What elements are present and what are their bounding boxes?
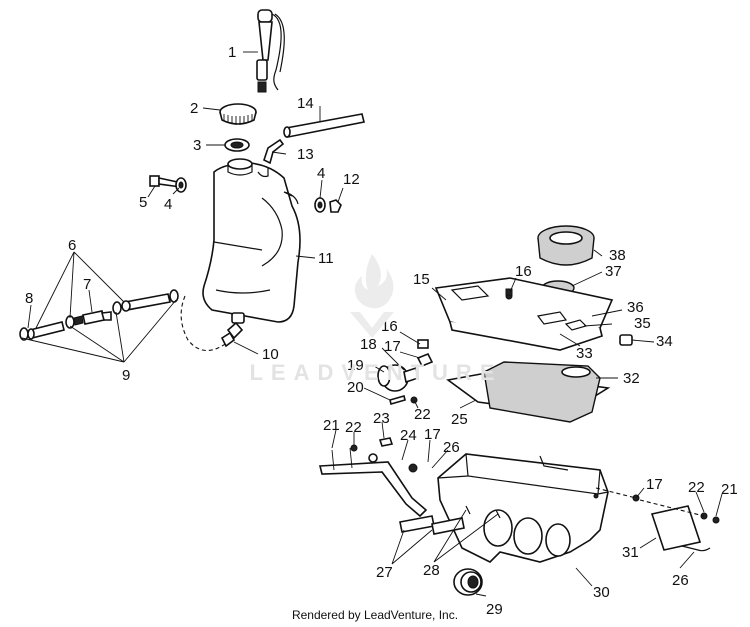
callout-25: 25 xyxy=(451,411,468,428)
callout-9: 9 xyxy=(122,367,130,384)
hose-pump-line xyxy=(121,293,171,312)
fuel-filter xyxy=(82,310,112,325)
fuel-tank xyxy=(202,158,301,323)
grommet-29 xyxy=(453,568,483,596)
callout-8: 8 xyxy=(25,290,33,307)
air-box-lid xyxy=(434,277,614,351)
callout-20: 20 xyxy=(347,379,364,396)
callout-1: 1 xyxy=(228,44,236,61)
callout-36: 36 xyxy=(627,299,644,316)
callout-12: 12 xyxy=(343,171,360,188)
callout-4b: 4 xyxy=(164,196,172,213)
callout-4a: 4 xyxy=(317,165,325,182)
cap-gasket xyxy=(224,138,250,152)
callout-15: 15 xyxy=(413,271,430,288)
callout-17b: 17 xyxy=(424,426,441,443)
drain-fitting xyxy=(180,295,245,352)
callout-19: 19 xyxy=(347,357,364,374)
callout-28: 28 xyxy=(423,562,440,579)
callout-24: 24 xyxy=(400,427,417,444)
callout-22b: 22 xyxy=(345,419,362,436)
callout-11: 11 xyxy=(318,250,334,267)
callout-13: 13 xyxy=(297,146,314,163)
callout-5: 5 xyxy=(139,194,147,211)
callout-22c: 22 xyxy=(688,479,705,496)
inline-fitting xyxy=(27,315,84,340)
callout-30: 30 xyxy=(593,584,610,601)
callout-16a: 16 xyxy=(515,263,532,280)
callout-31: 31 xyxy=(622,544,639,561)
callout-3: 3 xyxy=(193,137,201,154)
callout-32: 32 xyxy=(623,370,640,387)
spacer-tubes xyxy=(399,515,465,535)
callout-2: 2 xyxy=(190,100,198,117)
callout-23: 23 xyxy=(373,410,390,427)
callout-10: 10 xyxy=(262,346,279,363)
callout-35: 35 xyxy=(634,315,651,332)
plug xyxy=(619,334,633,346)
end-plate xyxy=(595,487,720,552)
callout-29: 29 xyxy=(486,601,503,618)
leadventure-logo-watermark xyxy=(350,254,394,338)
dipstick xyxy=(256,9,285,93)
silencer-ring xyxy=(537,225,595,266)
callout-38: 38 xyxy=(609,247,626,264)
callout-labels: 1 2 3 4 5 4 6 7 8 9 10 11 12 13 14 15 16… xyxy=(25,44,738,618)
watermark-text: LEADVENTURE xyxy=(249,360,503,385)
washer-right xyxy=(314,197,326,213)
nut-right xyxy=(329,199,342,213)
air-box xyxy=(437,453,609,563)
bracket xyxy=(318,437,428,518)
callout-18: 18 xyxy=(360,336,377,353)
callout-21b: 21 xyxy=(721,481,738,498)
callout-21a: 21 xyxy=(323,417,340,434)
vent-elbow xyxy=(263,138,285,165)
vent-hose xyxy=(283,113,365,138)
footer-credit: Rendered by LeadVenture, Inc. xyxy=(291,608,459,622)
callout-37: 37 xyxy=(605,263,622,280)
callout-34: 34 xyxy=(656,333,673,350)
callout-7: 7 xyxy=(83,276,91,293)
leader-lines xyxy=(21,51,723,597)
callout-26b: 26 xyxy=(672,572,689,589)
callout-6: 6 xyxy=(68,237,76,254)
callout-17a: 17 xyxy=(384,338,401,355)
callout-14: 14 xyxy=(297,95,314,112)
callout-26a: 26 xyxy=(443,439,460,456)
foam-element xyxy=(483,361,601,423)
callout-27: 27 xyxy=(376,564,393,581)
callout-17c: 17 xyxy=(646,476,663,493)
callout-22a: 22 xyxy=(414,406,431,423)
fill-cap xyxy=(219,103,257,125)
callout-33: 33 xyxy=(576,345,593,362)
